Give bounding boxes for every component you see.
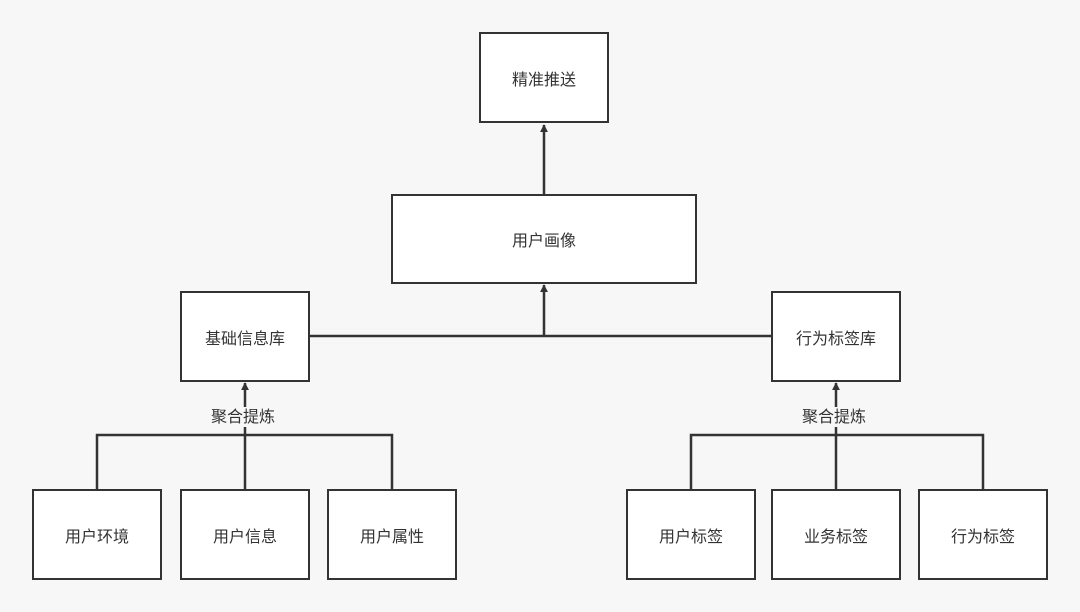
node-precise-push: 精准推送 [479, 32, 609, 123]
node-user-profile: 用户画像 [391, 194, 697, 284]
node-behavior-tag: 行为标签 [918, 489, 1048, 580]
node-business-tag: 业务标签 [771, 489, 901, 580]
node-user-env: 用户环境 [32, 489, 162, 580]
node-label: 基础信息库 [204, 328, 285, 348]
node-label: 用户画像 [511, 231, 576, 250]
node-label: 业务标签 [803, 526, 868, 546]
node-label: 用户标签 [658, 526, 723, 546]
node-user-tag: 用户标签 [626, 489, 756, 580]
node-label: 行为标签 [950, 526, 1015, 546]
node-behavior-tag-db: 行为标签库 [771, 291, 901, 382]
label-right-aggregate: 聚合提炼 [799, 407, 870, 427]
node-label: 用户属性 [359, 526, 424, 546]
node-label: 用户环境 [64, 526, 129, 546]
node-label: 用户信息 [212, 526, 277, 546]
node-label: 精准推送 [511, 69, 576, 89]
node-user-info: 用户信息 [180, 489, 310, 580]
node-user-attr: 用户属性 [327, 489, 457, 580]
node-label: 行为标签库 [795, 328, 876, 348]
label-left-aggregate: 聚合提炼 [208, 407, 279, 427]
node-basic-info-db: 基础信息库 [180, 291, 310, 382]
